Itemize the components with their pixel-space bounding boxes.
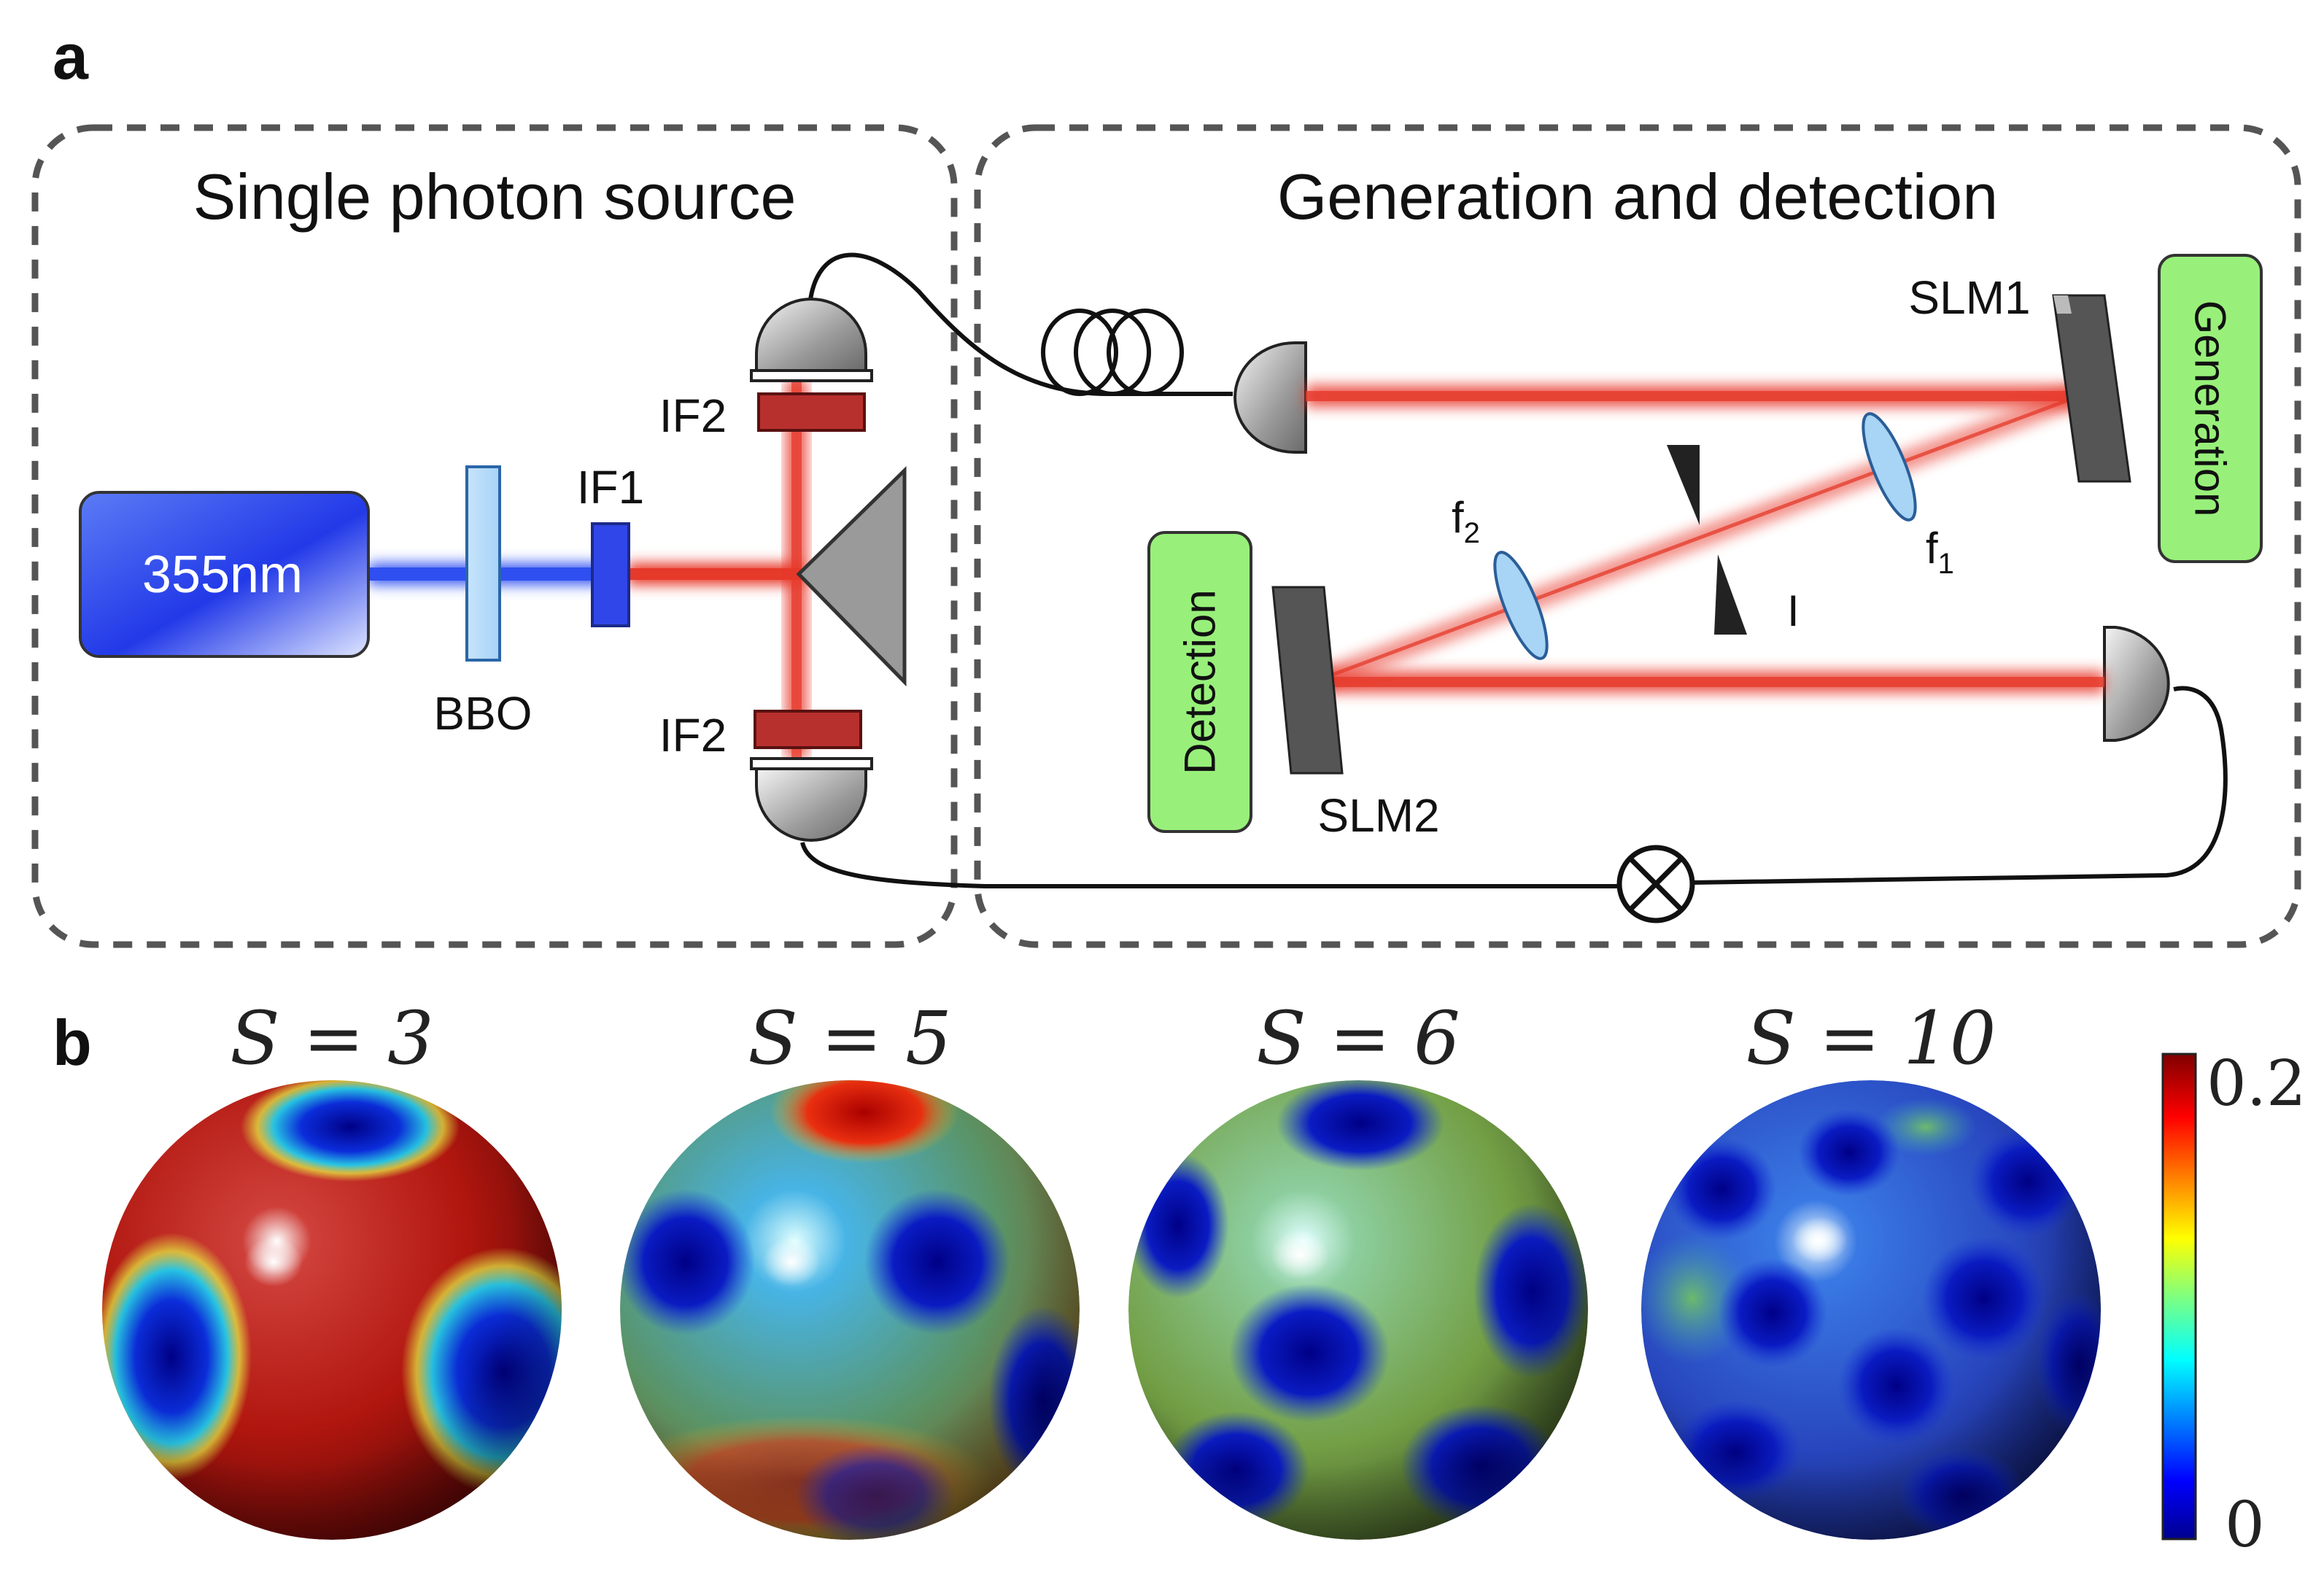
bbo-label: BBO: [433, 687, 532, 740]
sphere-title-s5: S = 5: [748, 996, 952, 1081]
generation-box: [974, 124, 2301, 948]
fiber-right: [1692, 686, 2228, 885]
if2-bottom-label: IF2: [659, 709, 727, 762]
coupler-generation: [1233, 341, 1307, 454]
slm1-label: SLM1: [1908, 271, 2030, 324]
generation-box-label: [2158, 254, 2263, 563]
if2-top-label: IF2: [659, 390, 727, 442]
colorbar: [2161, 1053, 2197, 1541]
iris-label: I: [1787, 586, 1800, 635]
colorbar-min-label: 0: [2225, 1489, 2265, 1562]
vertical-beams: [786, 379, 807, 759]
slm2: [1271, 586, 1344, 775]
sphere-title-s3: S = 3: [230, 996, 434, 1081]
source-box-title: Single photon source: [193, 160, 797, 233]
iris: [1667, 445, 1747, 635]
bbo-crystal: [465, 465, 501, 662]
detection-label: Detection: [1176, 589, 1225, 774]
panel-a-label: a: [53, 20, 89, 93]
fiber-coil: [1041, 309, 1184, 396]
sphere-title-s6: S = 6: [1256, 996, 1460, 1081]
panel-b-label: b: [53, 1007, 92, 1079]
slm2-label: SLM2: [1317, 789, 1439, 842]
source-box: [31, 124, 958, 948]
red-beam-to-prism: [627, 563, 802, 585]
sphere-s6: [1128, 1080, 1588, 1540]
fiber-bottom: [800, 842, 1619, 888]
generation-label: Generation: [2186, 301, 2235, 517]
detection-box-label: [1147, 531, 1252, 833]
lens-f2: [1493, 551, 1549, 660]
sphere-s3: [102, 1080, 562, 1540]
coupler-detection: [2103, 626, 2170, 742]
colorbar-max-label: 0.2: [2207, 1047, 2306, 1120]
lens-f2-label: f2: [1452, 493, 1480, 549]
sphere-title-s10: S = 10: [1746, 996, 1996, 1081]
laser-355nm: [79, 491, 370, 658]
sphere-s5: [620, 1080, 1080, 1540]
coincidence-counter: [1616, 845, 1695, 923]
lens-f1: [1862, 412, 1917, 522]
sphere-s10: [1641, 1080, 2101, 1540]
detector-top: [750, 298, 873, 382]
detector-bottom: [750, 757, 873, 842]
if1-label: IF1: [577, 461, 644, 514]
if2-bottom-filter: [754, 710, 862, 749]
if1-filter: [591, 522, 630, 627]
if2-top-filter: [757, 392, 866, 432]
generation-beams: [1306, 385, 2104, 693]
lens-f1-label: f1: [1926, 524, 1954, 580]
fiber-top: [807, 252, 1233, 396]
prism: [796, 466, 907, 687]
slm1: [2052, 294, 2131, 483]
generation-box-title: Generation and detection: [1277, 160, 1998, 233]
laser-label: 355nm: [142, 546, 303, 604]
